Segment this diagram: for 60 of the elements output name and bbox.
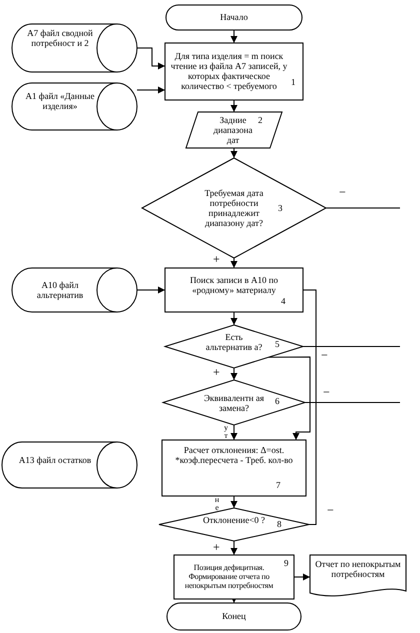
- node-text: А1 файл «Данные изделия»: [24, 91, 96, 111]
- node-text: Эквивалентн ая замена?: [202, 393, 266, 413]
- label-text: н е: [214, 496, 220, 512]
- arrow: [268, 356, 310, 440]
- terminal-shape: [166, 5, 302, 30]
- node-text: Для типа изделия = m поиск чтение из файла А7 записей, у которых фактическое количество < требуемого: [170, 51, 288, 91]
- node-text: Задние диапазона дат: [212, 115, 254, 145]
- arrow: [230, 100, 238, 112]
- arrow: [230, 258, 238, 268]
- decision-diamond: [163, 380, 305, 425]
- arrow: [230, 368, 238, 380]
- document-shape: [310, 555, 406, 599]
- arrow: [230, 540, 238, 556]
- arrow: [230, 312, 238, 326]
- process-box: [174, 555, 294, 599]
- node-text: Расчет отклонения: Δ=ost. *коэф.пересчета - Треб. кол-во: [174, 445, 294, 465]
- node-text: Поиск записи в А10 по «родному» материалу: [188, 275, 280, 295]
- node-text: Требуемая дата потребности принадлежит диапазону дат?: [204, 188, 264, 228]
- step-number: 9: [284, 558, 290, 568]
- step-number: 2: [258, 115, 264, 125]
- process-box: [162, 440, 306, 496]
- label-text: у т: [223, 424, 229, 440]
- arrow: [136, 48, 166, 70]
- node-text: Позиция дефицитная. Формирование отчета по непокрытым потребностям: [184, 563, 274, 590]
- process-box: [165, 43, 303, 100]
- step-number: 6: [275, 396, 280, 406]
- node-text: А7 файл сводной потребност и 2: [26, 28, 94, 48]
- edge-label: +: [212, 366, 221, 378]
- decision-diamond: [159, 508, 309, 541]
- decision-diamond: [142, 158, 326, 258]
- step-number: 7: [276, 480, 282, 490]
- arrow: [230, 148, 238, 158]
- arrow: [136, 86, 166, 94]
- step-number: 5: [275, 339, 280, 349]
- node-text: Есть альтернатив а?: [204, 332, 264, 352]
- node-text: Отклонение<0 ?: [202, 515, 266, 525]
- arrow: [230, 30, 238, 44]
- node-text: А13 файл остатков: [18, 455, 92, 465]
- arrow: [294, 574, 310, 580]
- step-number: 1: [291, 77, 296, 87]
- decision-diamond: [165, 325, 303, 368]
- step-number: 4: [281, 296, 286, 306]
- node-text: Конец: [221, 611, 247, 621]
- step-number: 8: [277, 519, 282, 529]
- file-cylinder: [2, 442, 137, 488]
- edge-label: +: [212, 253, 221, 265]
- input-parallelogram: [186, 112, 282, 148]
- arrow: [230, 424, 238, 440]
- edge-label: +: [212, 541, 221, 553]
- terminal-shape: [167, 603, 301, 630]
- file-cylinder: [12, 268, 137, 312]
- file-cylinder: [12, 83, 137, 130]
- file-cylinder: [12, 24, 137, 72]
- step-number: 3: [278, 203, 284, 213]
- arrow: [230, 496, 238, 508]
- arrow: [136, 286, 166, 294]
- node-text: Начало: [219, 12, 249, 22]
- process-box: [165, 268, 303, 312]
- node-text: А10 файл альтернатив: [36, 280, 84, 300]
- node-text: Отчет по непокрытым потребностям: [314, 559, 402, 579]
